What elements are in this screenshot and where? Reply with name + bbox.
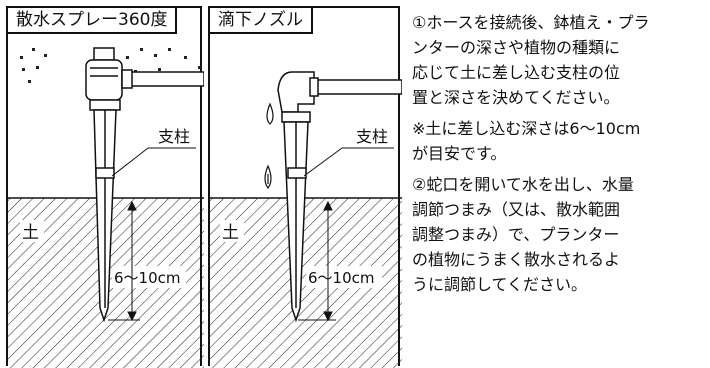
drip-nozzle-head [277,71,315,123]
support-post [283,121,309,323]
post-label: 支柱 [158,127,190,146]
spray-360-illustration: 支柱 土 6〜10cm [8,47,204,368]
depth-label-bg [112,266,186,288]
soil-label: 土 [22,223,39,243]
post-label: 支柱 [356,127,388,146]
post-leader-line [303,147,343,177]
drip-nozzle-tab: 滴下ノズル [208,6,313,34]
step-2-line: ②蛇口を開いて水を出し、水量 [412,175,634,194]
soil-label-bg [20,220,44,242]
depth-dimension [298,200,336,322]
depth-label: 6〜10cm [308,269,375,287]
spray-360-tab: 散水スプレー360度 [6,6,178,34]
instructions-text: ①ホースを接続後、鉢植え・プラ ンターの深さや植物の種類に 応じて土に差し込む支… [412,10,710,303]
depth-note-line: が目安です。 [412,144,507,163]
soil-label: 土 [222,223,239,243]
soil-label-bg [220,220,244,242]
spray-360-panel: 支柱 土 6〜10cm 散水スプレー360度 [6,6,204,368]
hose [309,77,402,97]
step-1-line: 応じて土に差し込む支柱の位 [412,63,621,82]
hose [121,69,204,89]
step-1: ①ホースを接続後、鉢植え・プラ ンターの深さや植物の種類に 応じて土に差し込む支… [412,10,710,110]
sprinkler-head [85,47,123,111]
step-1-line: ンターの深さや植物の種類に [412,38,621,57]
depth-dimension [108,200,140,322]
step-2-line: 調節つまみ（又は、散水範囲 [412,200,621,219]
depth-note: ※土に差し込む深さは6〜10cm が目安です。 [412,116,710,166]
step-2-line: の植物にうまく散水されるよ [412,250,621,269]
support-post [93,109,117,323]
step-2: ②蛇口を開いて水を出し、水量 調節つまみ（又は、散水範囲 調整つまみ）で、プラン… [412,172,710,297]
step-2-line: 調整つまみ）で、プランター [412,225,620,244]
step-2-line: うに調節してください。 [412,275,588,294]
drip-nozzle-illustration: 支柱 土 6〜10cm [210,71,402,368]
drip-nozzle-panel: 支柱 土 6〜10cm 滴下ノズル [208,6,402,368]
depth-note-line: ※土に差し込む深さは6〜10cm [412,119,641,138]
step-1-line: ①ホースを接続後、鉢植え・プラ [412,13,650,32]
step-1-line: 置と深さを決めてください。 [412,88,620,107]
depth-label-bg [306,266,382,288]
depth-label: 6〜10cm [114,269,181,287]
water-drops [264,102,274,190]
post-leader-line [111,147,149,177]
